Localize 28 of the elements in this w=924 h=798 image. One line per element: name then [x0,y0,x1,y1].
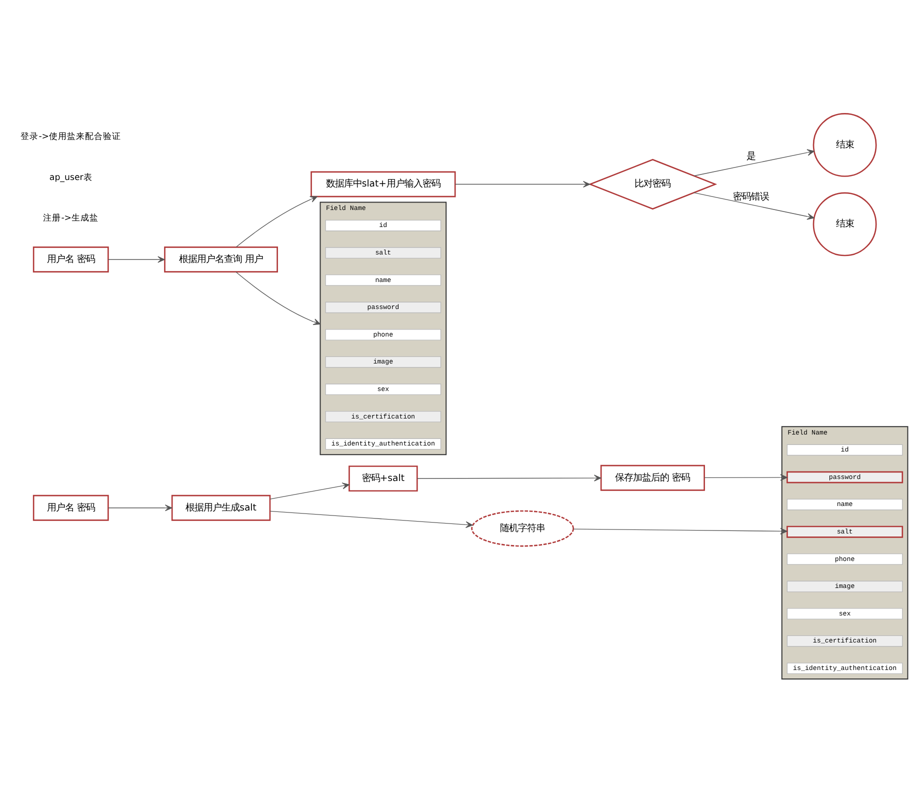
node-box: 保存加盐后的 密码 [600,464,705,491]
label: 注册->生成盐 [43,213,99,224]
node-box: 根据用户名查询 用户 [164,246,278,272]
node-box: 用户名 密码 [32,494,109,521]
arrow [236,196,318,248]
node-box: 密码+salt [348,466,418,492]
node-box: 数据库中slat+用户输入密码 [310,171,456,198]
node-ellipse: 随机字符串 [471,510,574,547]
node-box: 用户名 密码 [32,246,109,272]
arrow [235,272,321,325]
edge-label: 密码错误 [733,192,770,203]
arrow [454,180,590,188]
node-box: 根据用户生成salt [171,494,271,521]
arrow [270,510,473,528]
edge-label: 是 [746,151,756,162]
node-circle: 结束 [812,192,877,256]
arrow [693,192,814,220]
arrow [108,256,165,263]
arrow [416,474,602,482]
arrow [694,149,814,176]
arrow [573,528,788,535]
arrow [108,504,172,512]
arrow [270,482,350,500]
label: ap_user表 [49,172,92,183]
arrow [704,474,788,481]
node-diamond: 比对密码 [588,158,718,210]
label: 登录->使用盐来配合验证 [20,132,122,142]
node-circle: 结束 [812,113,877,177]
